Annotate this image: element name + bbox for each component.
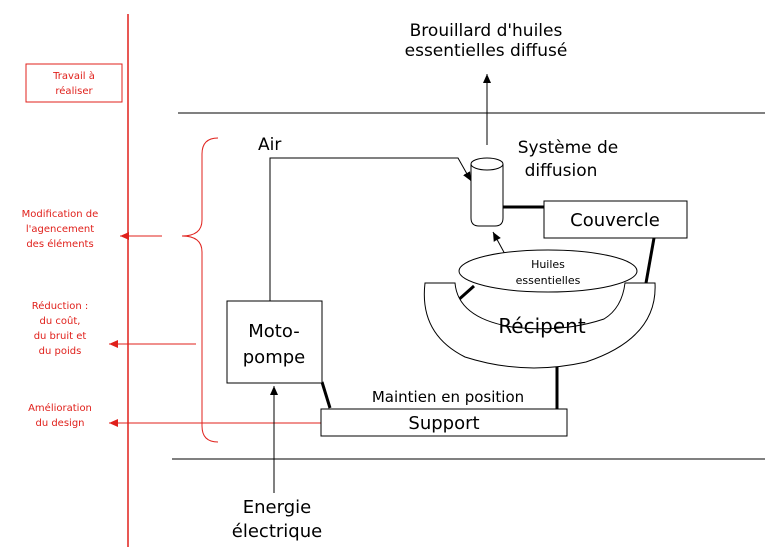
energy-label-line-2: électrique bbox=[232, 521, 322, 542]
recipient-label: Récipent bbox=[498, 314, 586, 338]
motopompe-label-line-1: Moto- bbox=[248, 321, 299, 342]
modification-line-2: l'agencement bbox=[26, 224, 94, 235]
modification-line-3: des éléments bbox=[26, 238, 93, 250]
output-label-line-2: essentielles diffusé bbox=[405, 41, 568, 61]
amelioration-note: Amélioration du design bbox=[28, 402, 92, 429]
couvercle-label: Couvercle bbox=[570, 210, 660, 231]
air-label: Air bbox=[258, 135, 281, 155]
maintien-label: Maintien en position bbox=[372, 388, 524, 406]
diffusion-label-line-2: diffusion bbox=[525, 161, 598, 181]
motopompe-box bbox=[226, 300, 323, 384]
oils-label-line-1: Huiles bbox=[531, 258, 565, 271]
modification-note: Modification de l'agencement des élément… bbox=[22, 209, 99, 250]
air-arrow bbox=[269, 157, 472, 301]
reduction-line-4: du poids bbox=[39, 346, 82, 357]
oils-label-line-2: essentielles bbox=[516, 274, 581, 287]
diffusion-system bbox=[470, 157, 504, 227]
task-box-line-2: réaliser bbox=[55, 85, 93, 97]
reduction-line-1: Réduction : bbox=[32, 300, 89, 312]
reduction-note: Réduction : du coût, du bruit et du poid… bbox=[32, 300, 89, 357]
output-label-line-1: Brouillard d'huiles bbox=[410, 21, 563, 41]
pump-support-link bbox=[320, 381, 332, 409]
support-box bbox=[320, 408, 568, 437]
task-box: Travail à réaliser bbox=[25, 63, 123, 103]
oils-ellipse bbox=[458, 249, 638, 293]
amelioration-line-1: Amélioration bbox=[28, 402, 92, 414]
couvercle-box bbox=[543, 200, 688, 239]
couvercle-recipient-link bbox=[644, 237, 656, 284]
diffusion-label-line-1: Système de bbox=[518, 138, 619, 158]
amelioration-line-2: du design bbox=[35, 418, 84, 429]
support-label: Support bbox=[408, 413, 479, 434]
recipient-shape bbox=[423, 282, 656, 369]
task-box-line-1: Travail à bbox=[52, 70, 95, 82]
motopompe-label-line-2: pompe bbox=[243, 347, 305, 368]
curly-brace bbox=[181, 137, 219, 443]
oil-to-diffusion-arrow bbox=[492, 231, 507, 257]
reduction-line-2: du coût, bbox=[40, 315, 81, 327]
reduction-line-3: du bruit et bbox=[34, 331, 87, 342]
modification-line-1: Modification de bbox=[22, 209, 99, 220]
energy-label-line-1: Energie bbox=[243, 497, 311, 518]
